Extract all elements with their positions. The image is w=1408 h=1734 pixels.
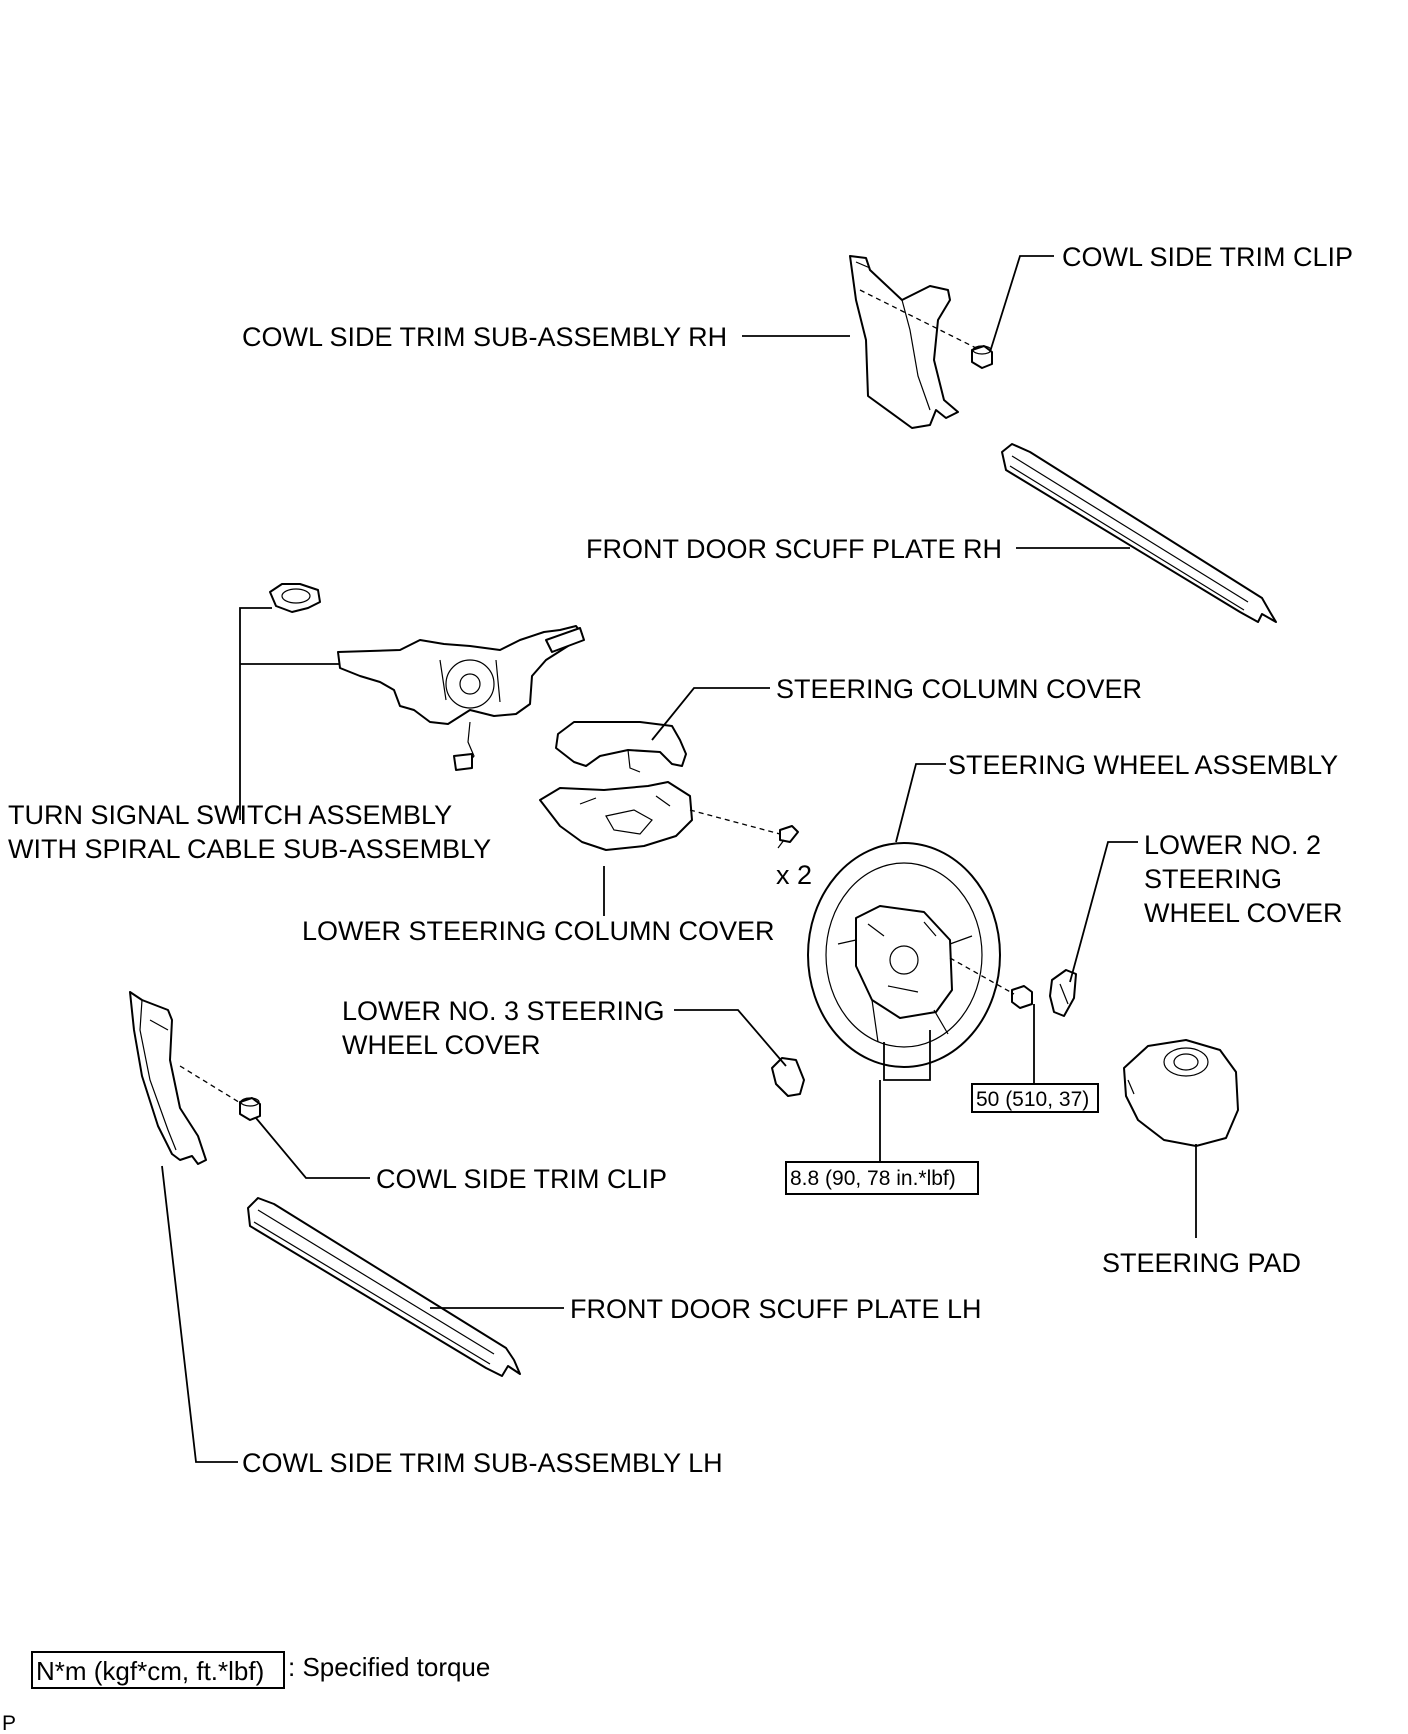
screw-torque-box <box>785 1161 979 1195</box>
screw-part <box>777 825 799 849</box>
label-scuff-rh: FRONT DOOR SCUFF PLATE RH <box>586 534 1002 564</box>
label-column-cover: STEERING COLUMN COVER <box>776 674 1142 704</box>
cowl-clip-rh-part <box>971 345 993 369</box>
steering-pad-part <box>1123 1039 1239 1147</box>
cowl-side-trim-lh-part <box>129 991 207 1165</box>
lower-steering-column-cover-part <box>539 781 693 851</box>
label-lower-no3-line2: WHEEL COVER <box>342 1030 541 1060</box>
scuff-plate-rh-part <box>1001 443 1277 623</box>
label-turn-signal-line2: WITH SPIRAL CABLE SUB-ASSEMBLY <box>8 834 491 864</box>
label-cowl-trim-rh: COWL SIDE TRIM SUB-ASSEMBLY RH <box>242 322 727 352</box>
nut-torque-value: 50 (510, 37) <box>976 1088 1089 1111</box>
label-wheel-assembly: STEERING WHEEL ASSEMBLY <box>948 750 1338 780</box>
label-lower-no2-line1: LOWER NO. 2 <box>1144 830 1321 860</box>
turn-signal-switch-part <box>269 583 585 771</box>
screw-torque-value: 8.8 (90, 78 in.*lbf) <box>790 1167 956 1190</box>
steering-wheel-nut-part <box>1011 985 1033 1009</box>
steering-wheel-part <box>807 842 1001 1068</box>
label-cowl-clip-rh: COWL SIDE TRIM CLIP <box>1062 242 1353 272</box>
label-lower-no2-line2: STEERING <box>1144 864 1282 894</box>
label-screw-qty: x 2 <box>776 860 812 890</box>
label-lower-no2-line3: WHEEL COVER <box>1144 898 1343 928</box>
corner-mark: P <box>2 1712 16 1734</box>
label-lower-no3-line1: LOWER NO. 3 STEERING <box>342 996 665 1026</box>
steering-column-cover-part <box>555 721 687 773</box>
cowl-clip-lh-part <box>239 1097 261 1121</box>
nut-torque-box <box>971 1083 1099 1113</box>
scuff-plate-lh-part <box>247 1197 521 1377</box>
legend-box-text: N*m (kgf*cm, ft.*lbf) <box>36 1656 264 1686</box>
label-steering-pad: STEERING PAD <box>1102 1248 1301 1278</box>
label-cowl-clip-lh: COWL SIDE TRIM CLIP <box>376 1164 667 1194</box>
label-turn-signal-line1: TURN SIGNAL SWITCH ASSEMBLY <box>8 800 452 830</box>
label-cowl-trim-lh: COWL SIDE TRIM SUB-ASSEMBLY LH <box>242 1448 723 1478</box>
cowl-side-trim-rh-part <box>849 255 959 429</box>
legend-description: : Specified torque <box>288 1652 490 1682</box>
label-scuff-lh: FRONT DOOR SCUFF PLATE LH <box>570 1294 982 1324</box>
lower-no3-cover-part <box>771 1057 805 1097</box>
label-lower-column-cover: LOWER STEERING COLUMN COVER <box>302 916 775 946</box>
legend-torque-box <box>31 1651 285 1689</box>
